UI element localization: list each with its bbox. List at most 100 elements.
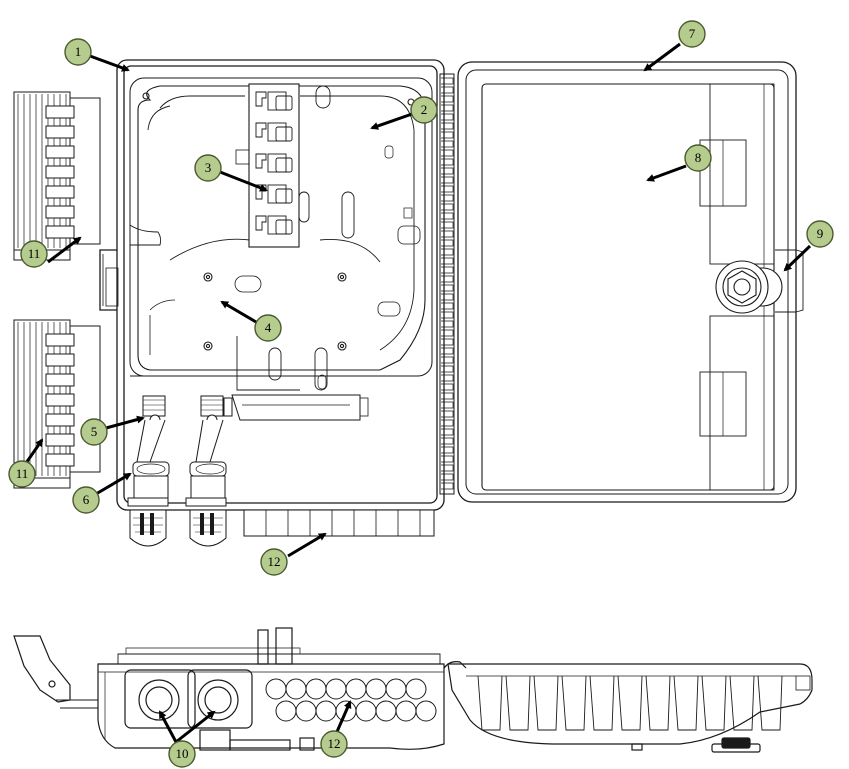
holder-clip	[45, 225, 75, 239]
hinge-knuckle	[441, 158, 454, 166]
adapter-cap	[275, 157, 293, 173]
adapter-port	[255, 215, 267, 231]
hinge-knuckle	[441, 320, 454, 328]
callout-3-label: 3	[205, 160, 212, 175]
drop-port-hole	[275, 700, 297, 722]
callout-11-upper-label: 11	[28, 246, 41, 261]
callout-11-upper: 11	[20, 240, 48, 268]
holder-clip	[45, 165, 75, 179]
hinge-knuckle	[441, 329, 454, 337]
hinge-knuckle	[441, 239, 454, 247]
holder-clip	[45, 373, 75, 387]
holder-clip	[45, 105, 75, 119]
hinge-knuckle	[441, 77, 454, 85]
drop-port-hole	[375, 700, 397, 722]
side-view-cover	[443, 661, 813, 753]
hinge-knuckle	[441, 86, 454, 94]
adapter-port	[255, 91, 267, 107]
cover-rib	[561, 675, 587, 731]
hinge-knuckle	[441, 311, 454, 319]
cover	[457, 61, 804, 503]
hinge-knuckle	[441, 383, 454, 391]
holder-clip	[45, 145, 75, 159]
holder-clip	[45, 333, 75, 347]
callout-6-label: 6	[83, 492, 90, 507]
callout-12-lower: 12	[320, 730, 348, 758]
drop-port-hole	[355, 700, 377, 722]
hinge-knuckle	[441, 464, 454, 472]
hinge-knuckles	[441, 77, 454, 490]
hinge-knuckle	[441, 95, 454, 103]
connector-holder-lower	[13, 319, 101, 489]
side-view-base	[13, 627, 445, 751]
callout-7: 7	[678, 20, 706, 48]
drop-port-hole	[385, 678, 407, 700]
cover-rib	[673, 675, 699, 731]
callout-10-label: 10	[176, 746, 189, 761]
cover-rib	[729, 675, 755, 731]
adapters	[255, 91, 293, 235]
cover-rib	[701, 675, 727, 731]
drop-port-hole	[345, 678, 367, 700]
side-view-glands	[138, 679, 239, 721]
cover-rib	[589, 675, 615, 731]
hinge-knuckle	[441, 194, 454, 202]
cover-rib	[757, 675, 783, 731]
gland-nut-left	[129, 509, 167, 547]
callout-6: 6	[72, 486, 100, 514]
callout-11-lower-label: 11	[16, 466, 29, 481]
side-view-cover-ribs	[477, 675, 783, 731]
hinge-knuckle	[441, 302, 454, 310]
hinge-knuckle	[441, 221, 454, 229]
drop-port-hole	[285, 678, 307, 700]
side-view-drop-ports	[265, 678, 437, 722]
hinge-knuckle	[441, 131, 454, 139]
hinge-knuckle	[441, 203, 454, 211]
hinge-knuckle	[441, 365, 454, 373]
hinge-knuckle	[441, 230, 454, 238]
hinge-knuckle	[441, 374, 454, 382]
cover-latch	[715, 260, 783, 314]
drop-cable-ports-top	[243, 509, 435, 537]
holder-clip	[45, 185, 75, 199]
hinge-knuckle	[441, 446, 454, 454]
callout-4-label: 4	[265, 320, 272, 335]
hinge-knuckle	[441, 338, 454, 346]
drop-port-hole	[415, 700, 437, 722]
hinge-knuckle	[441, 113, 454, 121]
callout-1-label: 1	[75, 44, 82, 59]
callout-1: 1	[64, 38, 92, 66]
holder-clip	[45, 453, 75, 467]
hinge-knuckle	[441, 284, 454, 292]
holder-clip	[45, 353, 75, 367]
hinge-knuckle	[441, 266, 454, 274]
cover-rib	[617, 675, 643, 731]
adapter-cap	[275, 126, 293, 142]
callout-9: 9	[806, 220, 834, 248]
adapter-port	[255, 153, 267, 169]
callout-12-upper-label: 12	[268, 554, 281, 569]
hinge-knuckle	[441, 248, 454, 256]
callout-7-label: 7	[689, 26, 696, 41]
hinge-knuckle	[441, 437, 454, 445]
callout-8: 8	[684, 144, 712, 172]
drop-port-hole	[365, 678, 387, 700]
adapter-cap	[275, 95, 293, 111]
holder-clip	[45, 433, 75, 447]
drop-port-hole	[325, 678, 347, 700]
hinge-knuckle	[441, 419, 454, 427]
hinge-knuckle	[441, 149, 454, 157]
hinge-knuckle	[441, 185, 454, 193]
adapter-port	[255, 122, 267, 138]
callout-2: 2	[410, 96, 438, 124]
drop-port-hole	[295, 700, 317, 722]
cover-rib	[477, 675, 503, 731]
hinge-knuckle	[441, 473, 454, 481]
callout-arrows	[22, 42, 812, 744]
callout-12-lower-label: 12	[328, 736, 341, 751]
holder-clip	[45, 413, 75, 427]
adapter-cap	[275, 188, 293, 204]
hinge-knuckle	[441, 356, 454, 364]
adapter-cap	[275, 219, 293, 235]
